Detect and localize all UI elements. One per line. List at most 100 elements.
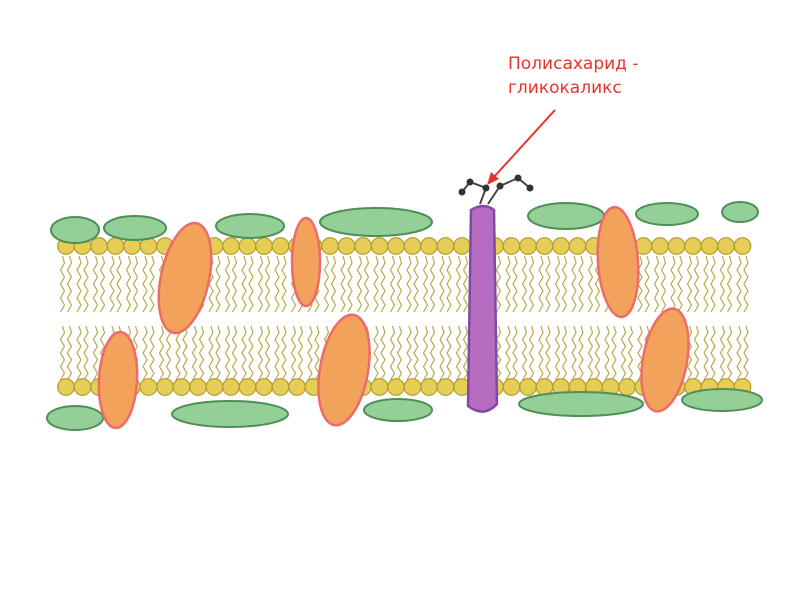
- lipid-tail: [439, 325, 445, 381]
- lipid-tail: [644, 255, 650, 313]
- lipid-tail: [389, 325, 396, 381]
- phospholipid-head: [370, 378, 389, 396]
- lipid-tail: [561, 255, 568, 313]
- lipid-tail: [561, 325, 568, 381]
- lipid-tail: [512, 325, 518, 381]
- lipid-tail: [274, 255, 280, 313]
- sugar-unit: [466, 178, 474, 186]
- lipid-tail: [429, 255, 436, 313]
- peripheral-protein: [319, 207, 433, 237]
- sugar-unit: [496, 182, 504, 190]
- lipid-tail: [462, 255, 469, 313]
- lipid-tail: [528, 255, 535, 313]
- lipid-tail: [297, 325, 304, 381]
- phospholipid-head: [238, 237, 257, 255]
- peripheral-protein: [103, 215, 167, 241]
- lipid-tail: [538, 255, 544, 313]
- lipid-tail: [224, 255, 231, 313]
- peripheral-protein: [46, 405, 104, 431]
- lipid-tail: [578, 255, 584, 313]
- lipid-tail: [571, 255, 577, 313]
- phospholipid-head: [139, 378, 158, 396]
- lipid-tail: [373, 325, 379, 381]
- annotation-arrow-group: [487, 109, 556, 185]
- lipid-tail: [505, 255, 511, 313]
- sugar-unit: [458, 188, 466, 196]
- peripheral-protein: [635, 202, 699, 226]
- integral-protein: [157, 221, 213, 335]
- lipid-tail: [446, 325, 452, 381]
- lipid-tail: [710, 255, 716, 313]
- phospholipid-head: [684, 237, 702, 255]
- lipid-tail: [396, 255, 403, 313]
- lipid-tail: [693, 325, 700, 381]
- lipid-tail: [248, 325, 254, 381]
- phospholipid-head: [90, 237, 108, 255]
- lipid-tail: [264, 325, 271, 381]
- lipid-tail: [142, 255, 148, 313]
- phospholipid-head: [57, 378, 75, 396]
- lipid-tail: [703, 255, 709, 313]
- annotation-line-2: гликокаликс: [508, 78, 622, 98]
- phospholipid-head: [700, 237, 719, 255]
- annotation-label: Полисахарид - гликокаликс: [508, 52, 638, 100]
- lipid-tail: [132, 255, 139, 313]
- lipid-tail: [92, 325, 99, 381]
- lipid-tail: [149, 325, 155, 381]
- lipid-tail: [726, 255, 733, 313]
- lipid-tail: [125, 255, 132, 313]
- lipid-tail: [241, 325, 247, 381]
- lipid-tail: [406, 255, 412, 313]
- phospholipid-head: [519, 237, 537, 255]
- phospholipid-head: [568, 237, 587, 255]
- phospholipid-head: [73, 378, 92, 396]
- phospholipid-head: [552, 237, 570, 255]
- lipid-tail: [215, 325, 221, 381]
- phospholipid-head: [205, 378, 224, 396]
- arrowhead: [487, 172, 499, 185]
- peripheral-protein: [50, 216, 100, 244]
- lipid-tail: [587, 325, 594, 381]
- lipid-tail: [224, 325, 231, 381]
- phospholipid-head: [172, 378, 191, 396]
- lipid-tail: [66, 255, 73, 313]
- lipid-tail: [620, 325, 627, 381]
- lipid-tail: [505, 325, 511, 381]
- phospholipid-head: [288, 378, 306, 396]
- lipid-tail: [363, 255, 370, 313]
- lipid-tail: [165, 325, 172, 381]
- glycoprotein: [466, 204, 499, 413]
- lipid-tail: [307, 325, 313, 381]
- lipid-tail: [521, 255, 528, 313]
- lipid-tail: [83, 255, 89, 313]
- lipid-tail: [373, 255, 379, 313]
- lipid-tail: [429, 325, 436, 381]
- lipid-tail: [290, 325, 297, 381]
- lipid-tail: [422, 325, 429, 381]
- integral-protein: [596, 205, 640, 319]
- phospholipid-head: [453, 237, 471, 255]
- phospholipid-head: [271, 237, 290, 255]
- lipid-tail: [83, 325, 89, 381]
- phospholipid-head: [733, 237, 752, 255]
- lipid-tail: [99, 255, 106, 313]
- lipid-tail: [66, 325, 73, 381]
- integral-protein: [97, 330, 139, 430]
- lipid-tail: [554, 325, 561, 381]
- lipid-tail: [158, 325, 165, 381]
- lipid-tail: [241, 255, 247, 313]
- lipid-tail: [92, 255, 99, 313]
- lipid-tail: [686, 255, 693, 313]
- lipid-tail: [512, 255, 518, 313]
- lipid-tail: [726, 325, 733, 381]
- lipid-tail: [677, 255, 683, 313]
- lipid-tail: [231, 325, 238, 381]
- lipid-tail: [356, 255, 363, 313]
- phospholipid-head: [717, 237, 735, 255]
- lipid-tail: [653, 255, 660, 313]
- lipid-tail: [719, 255, 726, 313]
- lipid-tail: [439, 255, 445, 313]
- lipid-tail: [719, 325, 726, 381]
- peripheral-proteins: [46, 201, 763, 431]
